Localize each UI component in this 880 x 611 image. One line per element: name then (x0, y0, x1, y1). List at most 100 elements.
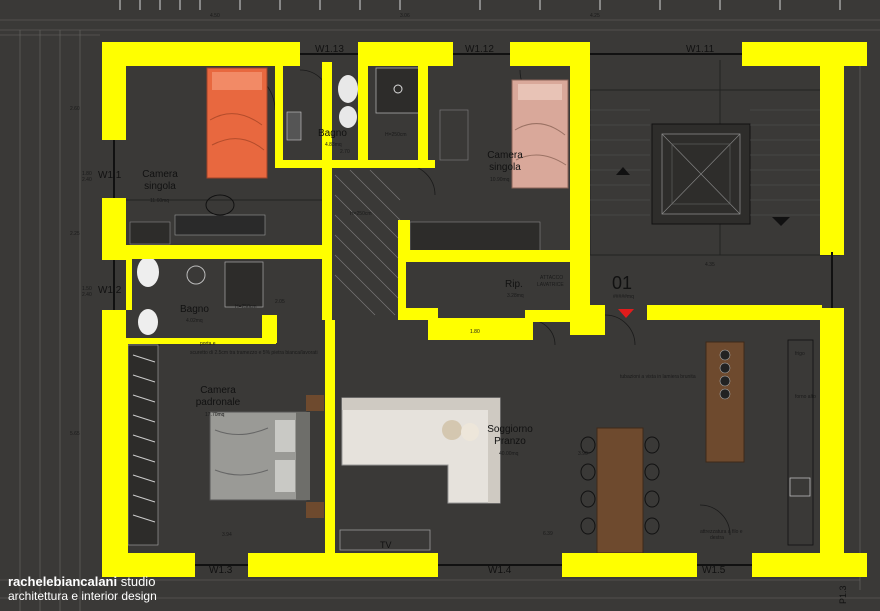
bed-red-folds (209, 113, 265, 151)
kitchen-counter (787, 339, 814, 546)
desk-1 (174, 214, 266, 236)
dining-chairs (580, 436, 660, 535)
frigo-label: frigo (795, 351, 805, 357)
brand-name: rachelebiancalani studio (8, 574, 156, 589)
nightstand-2 (306, 502, 324, 518)
window-w1-11: W1.11 (686, 44, 715, 55)
window-w1-3: W1.3 (209, 565, 233, 576)
staircase (590, 109, 820, 216)
kitchen-island (705, 341, 745, 463)
stair-down-arrow-icon (772, 217, 790, 226)
desk-2 (439, 109, 469, 161)
bidet-2 (138, 309, 158, 335)
headboard-master (296, 412, 310, 500)
cushion-1 (442, 420, 462, 440)
cooktop-burners (719, 349, 731, 400)
sofa-back-side (488, 398, 500, 503)
room-ripostiglio: Rip. (505, 279, 523, 290)
area-ripostiglio: 3.28mq (507, 293, 524, 299)
walls (102, 42, 867, 577)
window-w1-12: W1.12 (465, 44, 494, 55)
note-porta: porta e (200, 341, 216, 347)
top-ticks (119, 0, 841, 10)
wardrobe-master (127, 344, 159, 546)
note-tubazioni: tubazioni a vista in lamiera brunita (620, 374, 696, 380)
sink-1 (286, 111, 302, 141)
window-w1-4: W1.4 (488, 565, 512, 576)
area-soggiorno-pranzo: 40.00mq (499, 451, 519, 457)
tv-unit (339, 529, 431, 551)
elevator-shaft (651, 123, 751, 225)
dim-left-3: 5.65 (70, 431, 80, 437)
dim-top-1: 4.50 (210, 13, 220, 19)
wardrobe-master-hangers (132, 354, 156, 523)
bed-pink-folds (514, 123, 567, 166)
stair-up-arrow-icon (616, 167, 630, 175)
corridor-hatch (334, 169, 401, 316)
area-camera-singola-2: 10.90mq (490, 177, 510, 183)
note-h250-corridor: H=250cm (350, 211, 372, 217)
cushion-2 (461, 423, 479, 441)
window-frames (113, 53, 833, 566)
dim-top-3: 4.25 (590, 13, 600, 19)
background-linework (0, 19, 880, 611)
note-h250-bagno1: H=250cm (385, 132, 407, 138)
dim-left-2: 2.25 (70, 231, 80, 237)
pillow-master-2 (275, 460, 295, 492)
pillow-pink (518, 84, 562, 100)
area-camera-singola-1: 11.60mq (150, 198, 169, 204)
dim-rip-width: 1.80 (470, 329, 480, 335)
tv-label: TV (380, 540, 392, 550)
unit-area: #####mq (613, 294, 634, 300)
dim-living-width: 6.39 (543, 531, 553, 537)
dim-bedroom-width: 3.94 (222, 532, 232, 538)
dim-bagno-width: 2.70 (340, 149, 350, 155)
chair-1 (205, 194, 235, 216)
sofa (341, 397, 501, 504)
dining-table (596, 427, 644, 554)
wardrobe-1 (129, 221, 171, 245)
nightstand-1 (306, 395, 324, 411)
sofa-back (342, 398, 500, 410)
area-camera-padronale: 17.70mq (205, 412, 225, 418)
shower-1 (375, 67, 421, 114)
drain-1-icon (393, 84, 403, 94)
area-bagno-2: 4.02mq (186, 318, 203, 324)
window-w1-5: W1.5 (702, 565, 726, 576)
studio-brand: rachelebiancalani studio architettura e … (8, 574, 157, 604)
area-bagno-1: 4.83mq (325, 142, 342, 148)
room-bagno-2: Bagno (180, 304, 209, 315)
window-w1-1: W1.1 (98, 170, 122, 181)
brand-subtitle: architettura e interior design (8, 589, 157, 603)
dim-bagno2-width: 2.05 (275, 299, 285, 305)
wardrobe-2 (409, 221, 541, 253)
sink-2-icon (186, 265, 206, 285)
bed-master-folds (214, 427, 269, 476)
pillow-red (212, 72, 262, 90)
forno-label: forno alto (795, 394, 816, 400)
sheet-reference: P1.3 (838, 585, 848, 604)
bidet-1 (339, 106, 357, 128)
dim-stair: 4.35 (705, 262, 715, 268)
dim-top-2: 3.06 (400, 13, 410, 19)
toilet-2 (137, 257, 159, 287)
note-h250-bagno2: H=250cm (235, 304, 257, 310)
toilet-1 (338, 75, 358, 103)
window-w1-2: W1.2 (98, 285, 122, 296)
dim-living-height: 3.90 (578, 451, 588, 457)
unit-number: 01 (612, 273, 632, 293)
kitchen-sink (789, 477, 811, 497)
window-w1-13: W1.13 (315, 44, 344, 55)
shower-2 (224, 261, 264, 308)
entrance-arrow-icon (618, 309, 634, 318)
note-scuretto: scuretto di 2.5cm tra tramezzo e 5% piet… (190, 350, 318, 356)
